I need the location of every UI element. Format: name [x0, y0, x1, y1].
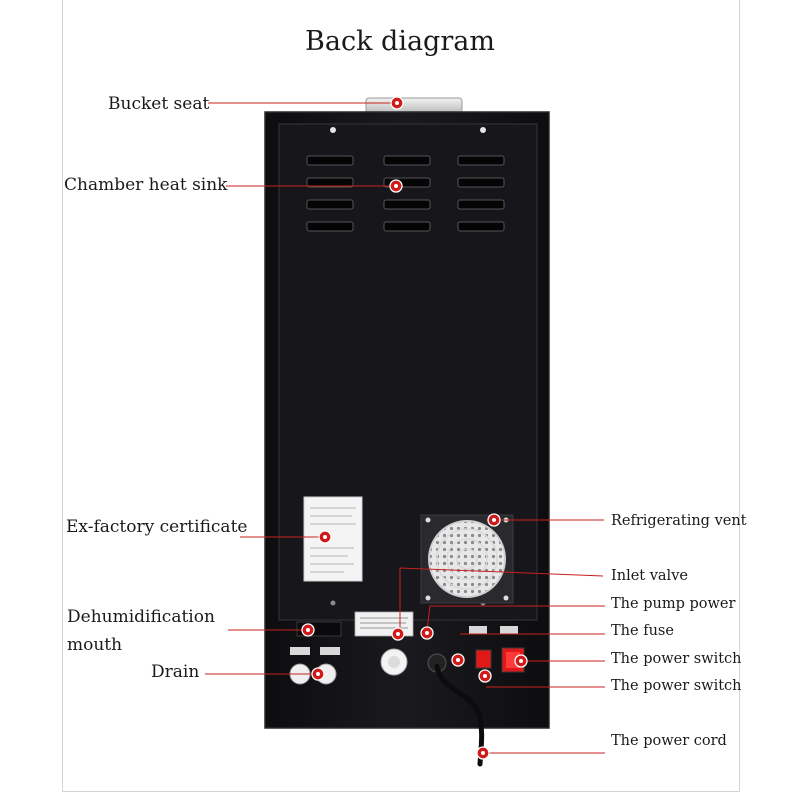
label-ex-factory-certificate: Ex-factory certificate: [66, 517, 248, 537]
inlet-valve-line: [399, 567, 604, 632]
label-fuse: The fuse: [611, 623, 674, 639]
pump-power-line: [426, 605, 605, 631]
label-inlet-valve: Inlet valve: [611, 568, 688, 584]
marker-bucket-seat: [390, 96, 404, 110]
label-dehumidification-mouth: mouth: [67, 635, 123, 655]
marker-inlet-valve: [391, 627, 405, 641]
callout-lines: [205, 102, 605, 754]
marker-power-switch-2: [478, 669, 492, 683]
label-power-switch-1: The power switch: [611, 651, 742, 667]
label-power-switch-2: The power switch: [611, 678, 742, 694]
image-frame: [62, 0, 740, 792]
label-chamber-heat-sink: Chamber heat sink: [64, 175, 228, 195]
certificate-sticker: [303, 496, 363, 582]
label-pump-power: The pump power: [611, 596, 736, 612]
marker-pump-power: [420, 626, 434, 640]
inlet-valve-fitting: [380, 648, 408, 676]
marker-power-switch-1: [514, 654, 528, 668]
label-drain: Drain: [151, 662, 200, 682]
diagram-title: Back diagram: [305, 26, 495, 57]
marker-fuse: [451, 653, 465, 667]
fan-grille: [420, 514, 514, 604]
marker-refrigerating-vent: [487, 513, 501, 527]
label-power-cord: The power cord: [611, 733, 727, 749]
marker-certificate: [318, 530, 332, 544]
heat-sink-vents: [306, 155, 505, 232]
callout-markers: [301, 96, 528, 760]
marker-chamber-heat-sink: [389, 179, 403, 193]
label-bucket-seat: Bucket seat: [108, 94, 210, 114]
label-refrigerating-vent: Refrigerating vent: [611, 513, 747, 529]
marker-drain: [311, 667, 325, 681]
marker-dehumidification: [301, 623, 315, 637]
marker-power-cord: [476, 746, 490, 760]
label-dehumidification: Dehumidification: [67, 607, 215, 627]
